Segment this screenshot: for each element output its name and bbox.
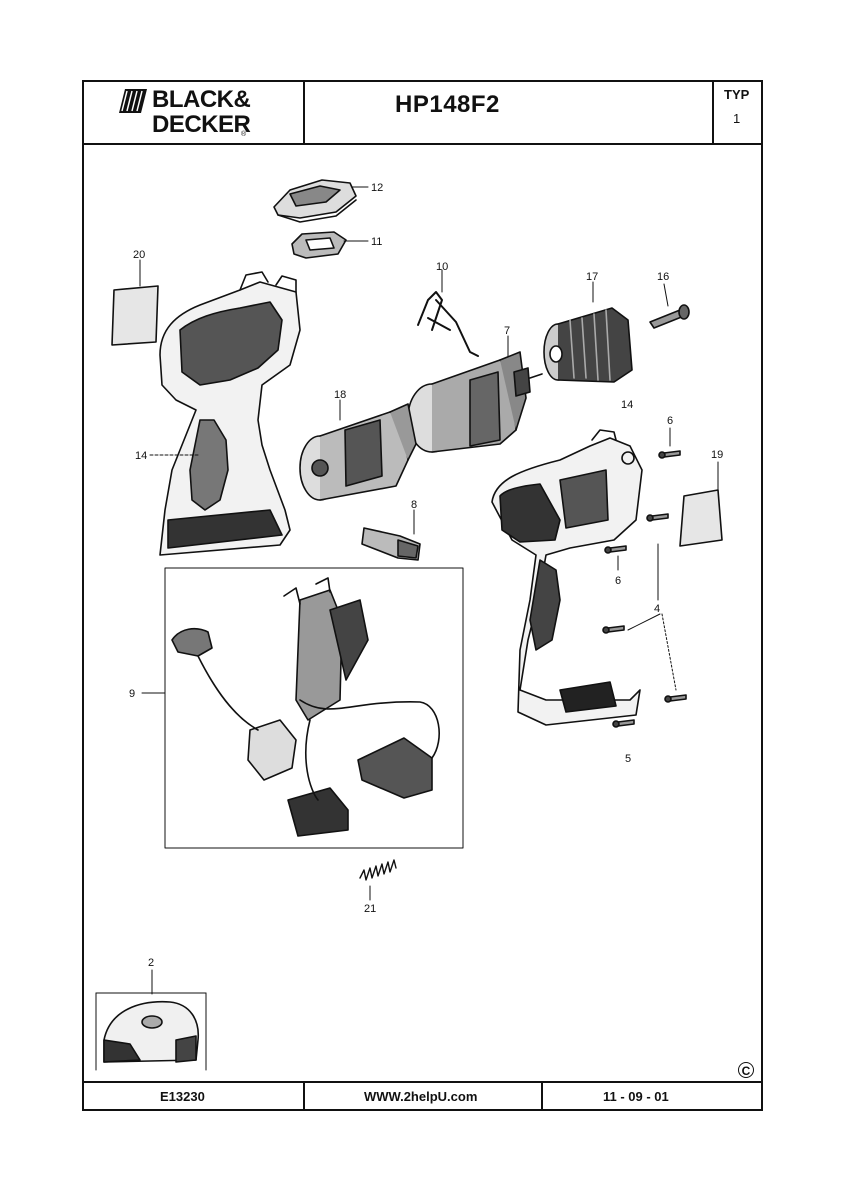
part-17-chuck <box>544 308 632 382</box>
part-18-motor <box>300 404 416 500</box>
label-11: 11 <box>371 236 382 248</box>
label-9: 9 <box>129 688 135 700</box>
part-19-label <box>680 490 722 546</box>
part-11-switch-plate <box>292 232 346 258</box>
screw-6-bottom <box>605 546 626 553</box>
screw-5 <box>613 720 634 727</box>
screw-4-right <box>665 695 686 702</box>
label-10: 10 <box>436 261 448 273</box>
label-7: 7 <box>504 325 510 337</box>
label-2: 2 <box>148 957 154 969</box>
part-7-gearbox <box>408 352 542 452</box>
part-20-label <box>112 286 158 345</box>
part-2-charger <box>96 993 206 1070</box>
screw-right-upper <box>647 514 668 521</box>
part-16-chuck-screw <box>650 305 689 328</box>
part-10-spring-clip <box>418 292 478 356</box>
label-16: 16 <box>657 271 669 283</box>
label-5: 5 <box>625 753 631 765</box>
part-14-left-housing <box>160 272 300 555</box>
label-20: 20 <box>133 249 145 261</box>
label-14-left: 14 <box>135 450 147 462</box>
label-6-top: 6 <box>667 415 673 427</box>
screw-4-left <box>603 626 624 633</box>
part-9-switch-assembly <box>172 578 439 836</box>
label-14-right: 14 <box>621 399 633 411</box>
label-6-bottom: 6 <box>615 575 621 587</box>
label-12: 12 <box>371 182 383 194</box>
label-19: 19 <box>711 449 723 461</box>
part-12-switch-cover <box>274 180 356 222</box>
part-21-spring <box>360 860 396 880</box>
label-17: 17 <box>586 271 598 283</box>
label-21: 21 <box>364 903 376 915</box>
screw-6-top <box>659 451 680 458</box>
label-8: 8 <box>411 499 417 511</box>
label-4: 4 <box>654 603 660 615</box>
label-18: 18 <box>334 389 346 401</box>
part-8-connector <box>362 528 420 560</box>
